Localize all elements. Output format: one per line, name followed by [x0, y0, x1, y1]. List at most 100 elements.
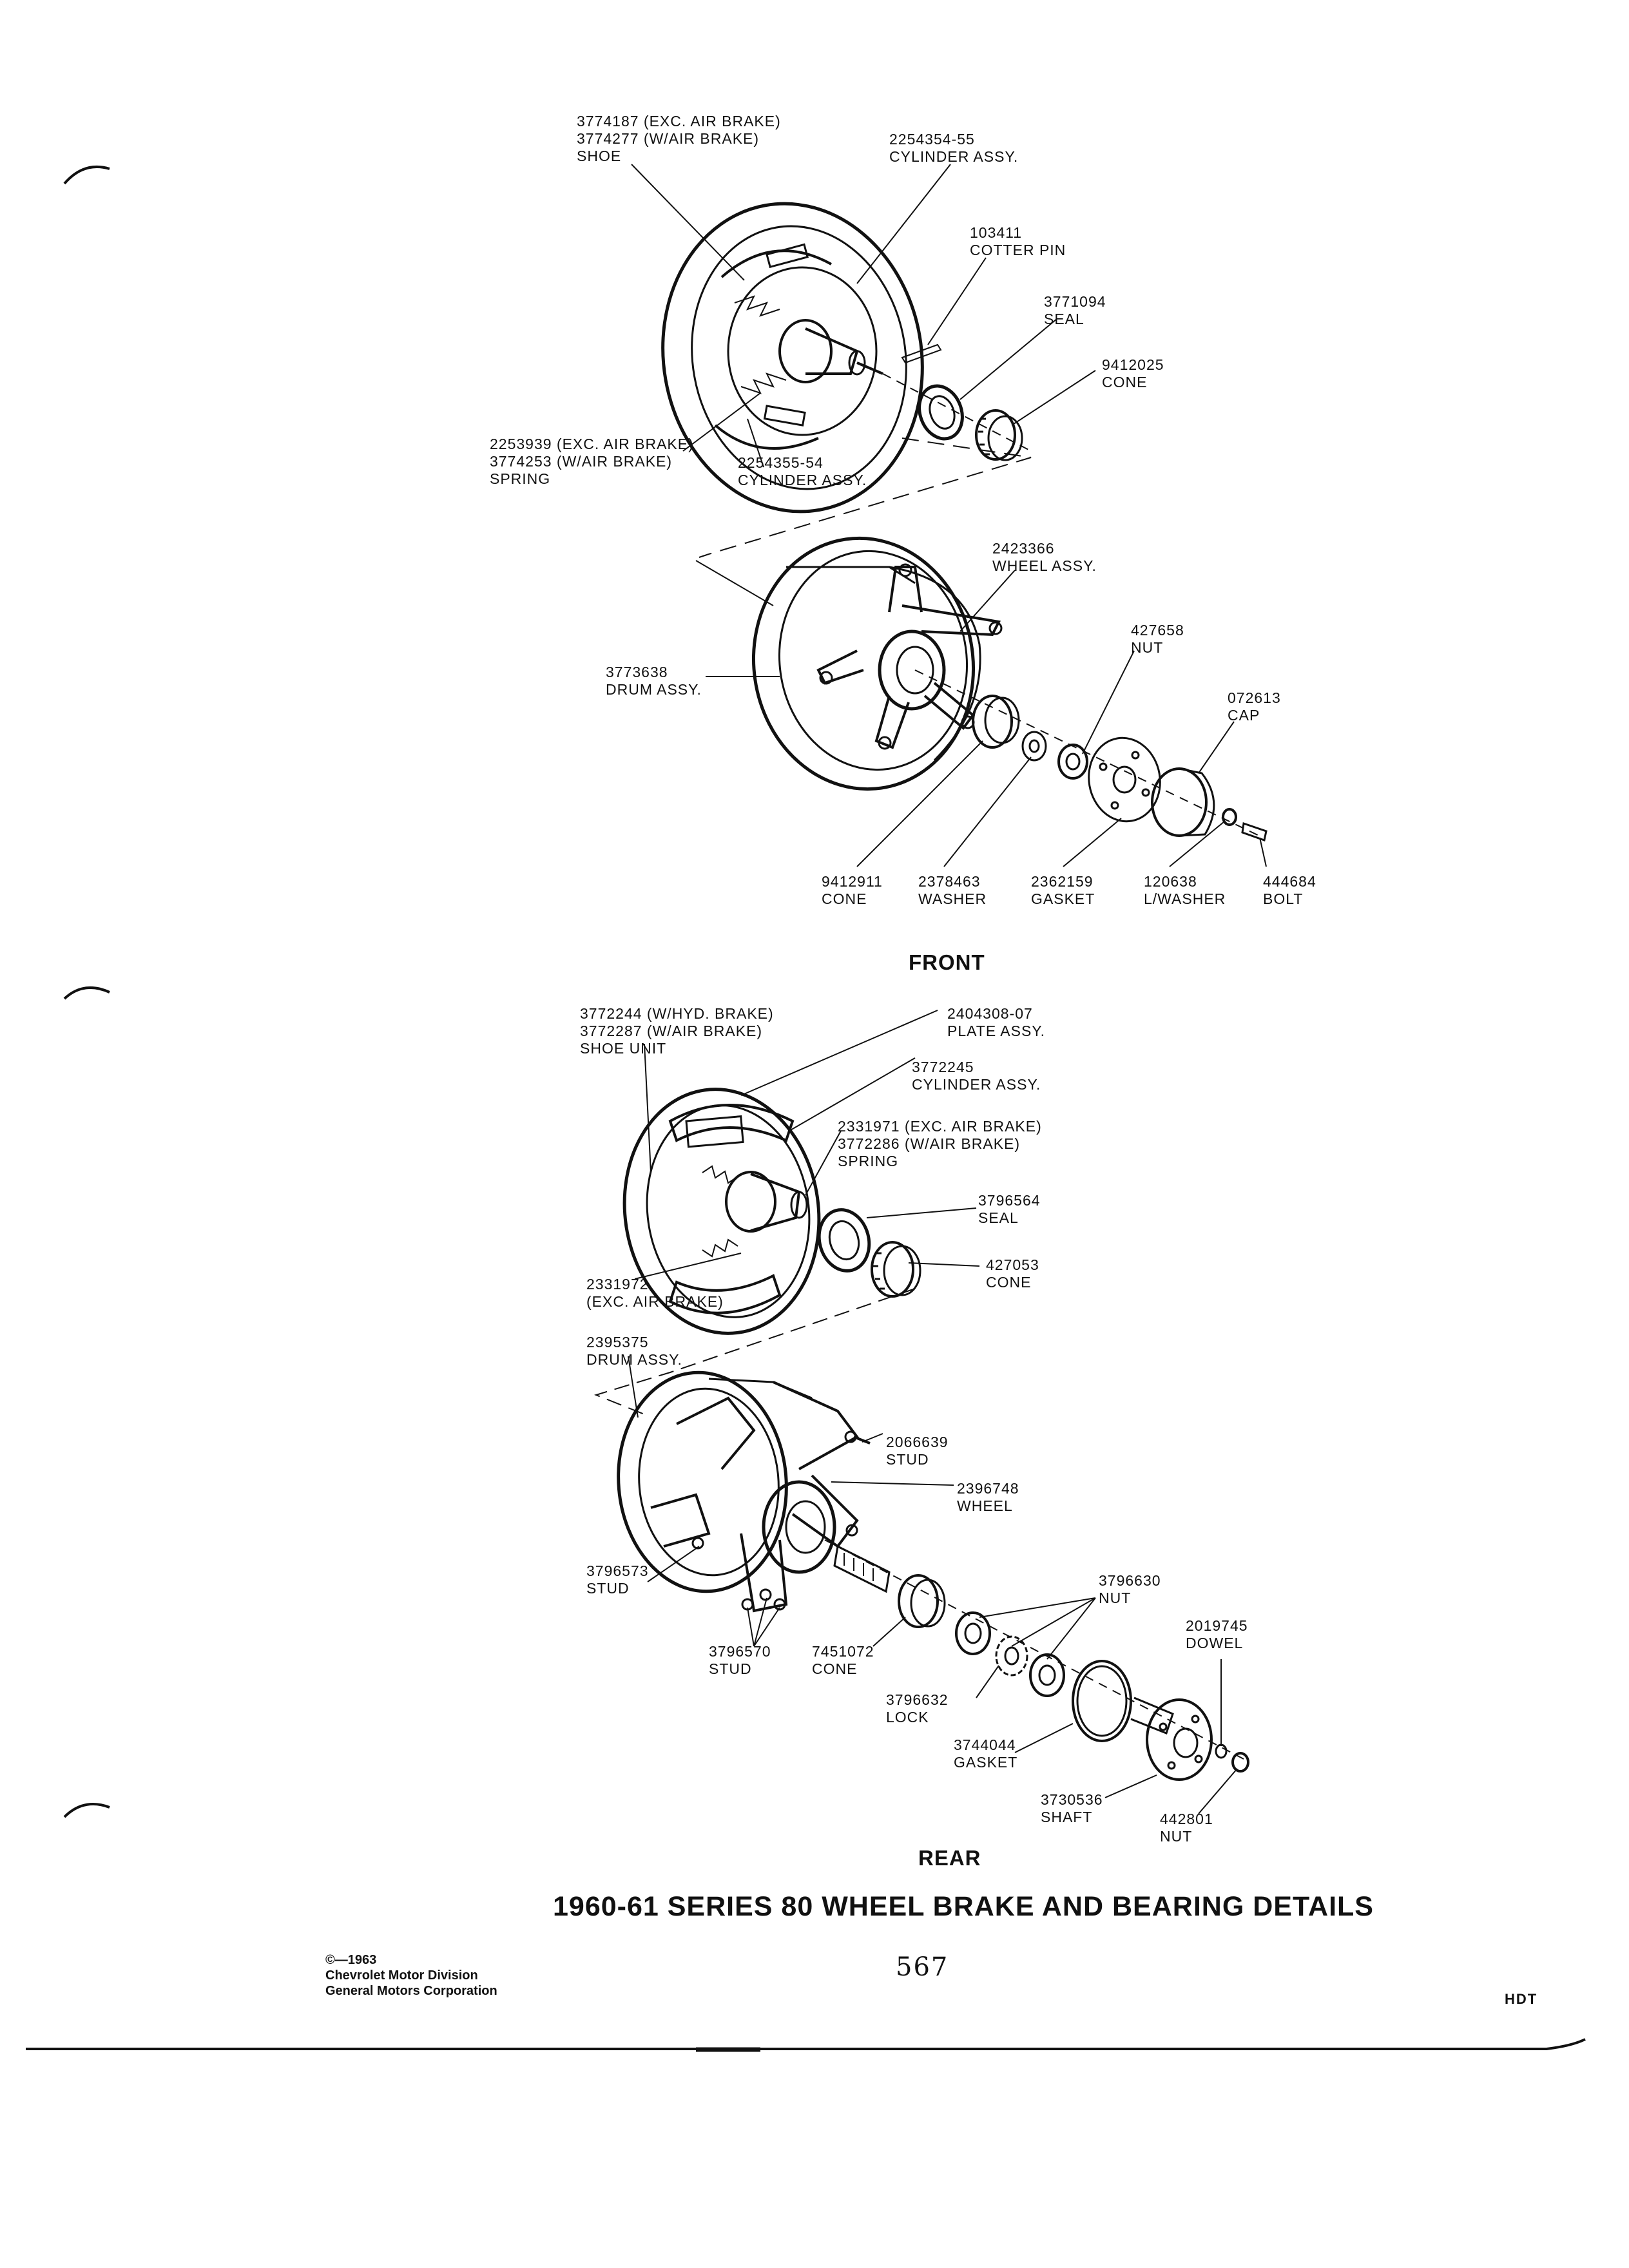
- rear-dowel-drawing: [1215, 1744, 1228, 1759]
- front-lwasher-drawing: [1222, 808, 1237, 826]
- callout-line: WHEEL ASSY.: [992, 557, 1097, 574]
- copyright-block: ©—1963 Chevrolet Motor Division General …: [325, 1952, 497, 1999]
- callout-line: 3772287 (W/AIR BRAKE): [580, 1023, 763, 1039]
- callout-line: 2019745: [1186, 1617, 1248, 1634]
- callout-rear-dowel: 2019745 DOWEL: [1186, 1617, 1248, 1652]
- callout-line: 3771094: [1044, 293, 1106, 310]
- callout-line: 3796564: [978, 1192, 1041, 1209]
- front-outer-cone-drawing: [975, 409, 1023, 461]
- callout-line: CONE: [1102, 374, 1148, 390]
- rear-shaft-drawing: [1130, 1696, 1213, 1781]
- callout-line: CONE: [812, 1660, 858, 1677]
- callout-line: WASHER: [918, 890, 987, 907]
- callout-front-cone-outer: 9412025 CONE: [1102, 356, 1164, 391]
- rear-axle-spline-drawing: [833, 1544, 891, 1593]
- callout-rear-stud-upper: 2066639 STUD: [886, 1434, 949, 1468]
- callout-line: NUT: [1131, 639, 1164, 656]
- binder-mark-3: [63, 1803, 110, 1818]
- front-seal-drawing: [918, 384, 964, 441]
- callout-line: SPRING: [838, 1153, 899, 1169]
- callout-rear-stud-left: 3796573 STUD: [586, 1562, 649, 1597]
- callout-line: STUD: [709, 1660, 752, 1677]
- callout-line: 442801: [1160, 1811, 1213, 1827]
- callout-line: CYLINDER ASSY.: [912, 1076, 1041, 1093]
- callout-front-cylinder-upper: 2254354-55 CYLINDER ASSY.: [889, 131, 1018, 166]
- callout-line: DRUM ASSY.: [606, 681, 702, 698]
- callout-line: 9412911: [822, 873, 883, 890]
- callout-line: CYLINDER ASSY.: [738, 472, 867, 488]
- callout-rear-shaft: 3730536 SHAFT: [1041, 1791, 1103, 1826]
- callout-line: 7451072: [812, 1643, 874, 1660]
- callout-rear-cylinder: 3772245 CYLINDER ASSY.: [912, 1059, 1041, 1093]
- callout-line: 427658: [1131, 622, 1184, 639]
- callout-line: 9412025: [1102, 356, 1164, 373]
- callout-rear-seal: 3796564 SEAL: [978, 1192, 1041, 1227]
- callout-rear-cone-inner: 7451072 CONE: [812, 1643, 874, 1678]
- callout-line: 3730536: [1041, 1791, 1103, 1808]
- front-leader-lines: [631, 164, 1267, 867]
- callout-rear-nut: 3796630 NUT: [1099, 1572, 1161, 1607]
- callout-rear-cone-outer: 427053 CONE: [986, 1256, 1039, 1291]
- callout-line: 2396748: [957, 1480, 1019, 1497]
- front-axis-line-lower: [914, 669, 1264, 838]
- callout-line: 2253939 (EXC. AIR BRAKE): [490, 436, 694, 452]
- callout-line: GASKET: [1031, 890, 1095, 907]
- callout-line: (EXC. AIR BRAKE): [586, 1293, 724, 1310]
- rear-bracket-line: [593, 1288, 916, 1415]
- front-washer-drawing: [1021, 731, 1047, 762]
- callout-line: 427053: [986, 1256, 1039, 1273]
- copyright: ©—1963: [325, 1953, 377, 1967]
- callout-line: 2404308-07: [947, 1005, 1033, 1022]
- callout-front-drum: 3773638 DRUM ASSY.: [606, 664, 702, 698]
- front-gasket-drawing: [1088, 736, 1161, 823]
- doc-code: HDT: [1505, 1991, 1538, 2007]
- callout-front-cotter-pin: 103411 COTTER PIN: [970, 224, 1066, 259]
- callout-line: 103411: [970, 224, 1023, 241]
- callout-line: COTTER PIN: [970, 242, 1066, 258]
- callout-line: CYLINDER ASSY.: [889, 148, 1019, 165]
- callout-line: 2395375: [586, 1334, 649, 1350]
- binder-mark-1: [63, 166, 110, 185]
- callout-line: 444684: [1263, 873, 1316, 890]
- callout-front-bolt: 444684 BOLT: [1263, 873, 1316, 908]
- callout-line: GASKET: [954, 1754, 1018, 1771]
- rear-outer-cone-drawing: [871, 1241, 921, 1298]
- page-title: 1960-61 SERIES 80 WHEEL BRAKE AND BEARIN…: [553, 1891, 1374, 1922]
- front-inner-cone-drawing: [972, 695, 1020, 749]
- callout-front-washer: 2378463 WASHER: [918, 873, 987, 908]
- rear-seal-drawing: [817, 1208, 871, 1273]
- callout-line: SHOE UNIT: [580, 1040, 667, 1057]
- front-backing-plate-drawing: [661, 202, 924, 514]
- corporation: General Motors Corporation: [325, 1984, 497, 1998]
- rear-small-nut-drawing: [1231, 1752, 1249, 1773]
- front-drum-wheel-drawing: [751, 536, 1003, 791]
- callout-line: 2254354-55: [889, 131, 975, 148]
- rear-backing-plate-drawing: [622, 1088, 821, 1335]
- front-bolt-drawing: [1241, 822, 1268, 841]
- callout-line: DOWEL: [1186, 1635, 1244, 1651]
- callout-front-gasket: 2362159 GASKET: [1031, 873, 1095, 908]
- rear-leader-lines: [628, 1010, 1238, 1814]
- callout-line: SEAL: [1044, 311, 1084, 327]
- division: Chevrolet Motor Division: [325, 1968, 478, 1983]
- callout-line: WHEEL: [957, 1497, 1013, 1514]
- rear-inner-cone-drawing: [898, 1574, 946, 1628]
- callout-line: 072613: [1228, 689, 1281, 706]
- callout-rear-lock: 3796632 LOCK: [886, 1691, 949, 1726]
- callout-rear-gasket: 3744044 GASKET: [954, 1736, 1017, 1771]
- callout-line: 3796632: [886, 1691, 949, 1708]
- callout-front-cylinder-lower: 2254355-54 CYLINDER ASSY.: [738, 454, 867, 489]
- callout-line: 2254355-54: [738, 454, 824, 471]
- callout-line: 3773638: [606, 664, 668, 680]
- callout-line: STUD: [886, 1451, 929, 1468]
- callout-front-spring: 2253939 (EXC. AIR BRAKE) 3774253 (W/AIR …: [490, 436, 694, 488]
- callout-front-cone-inner: 9412911 CONE: [822, 873, 883, 908]
- callout-rear-shoe-unit: 3772244 (W/HYD. BRAKE) 3772287 (W/AIR BR…: [580, 1005, 774, 1057]
- callout-line: 3774253 (W/AIR BRAKE): [490, 453, 673, 470]
- front-bracket-line: [708, 437, 1032, 555]
- rear-section-label: REAR: [918, 1846, 981, 1870]
- callout-line: 2066639: [886, 1434, 949, 1450]
- callout-line: NUT: [1099, 1590, 1132, 1606]
- callout-line: CONE: [986, 1274, 1032, 1291]
- front-axis-line-upper: [882, 373, 1032, 452]
